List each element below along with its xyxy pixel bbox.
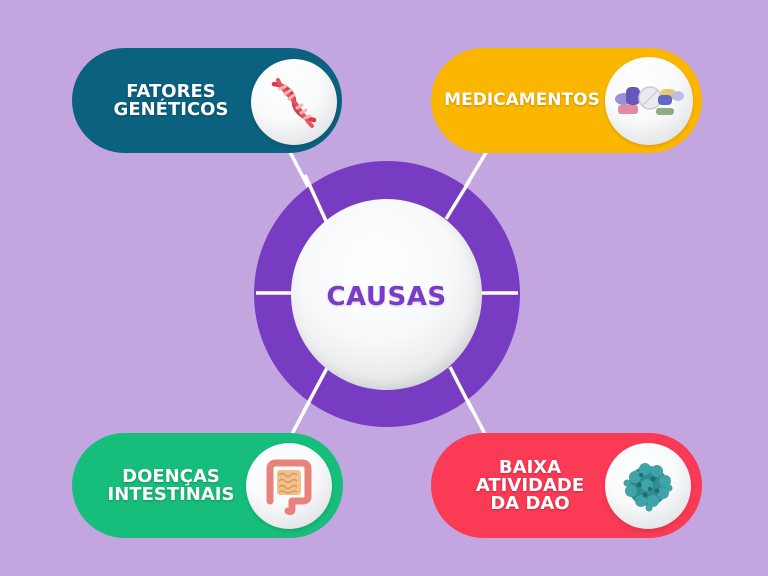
dna-icon: [271, 78, 317, 128]
protein-molecule-icon: [623, 463, 673, 512]
cause-label-line: MEDICAMENTOS: [444, 90, 600, 110]
cause-label-line: INTESTINAIS: [107, 483, 235, 505]
cause-label-line: ATIVIDADE: [475, 474, 585, 496]
cause-label-line: DA DAO: [490, 492, 570, 514]
cause-ball-medications: [605, 57, 693, 145]
cause-ball-intestinal-diseases: [246, 443, 332, 529]
cause-label-line: FATORES: [126, 80, 216, 102]
center-label: CAUSAS: [326, 281, 447, 312]
cause-ball-low-dao-activity: [605, 443, 691, 529]
intestine-icon: [266, 459, 312, 515]
cause-label-medications: MEDICAMENTOS: [434, 48, 610, 153]
cause-label-line: DOENÇAS: [122, 465, 220, 487]
pills-icon: [615, 86, 684, 115]
center-hub: CAUSAS: [291, 199, 482, 390]
cause-label-line: GENÉTICOS: [113, 98, 229, 120]
cause-label-intestinal-diseases: DOENÇAS INTESTINAIS: [98, 433, 244, 538]
cause-label-genetic-factors: FATORES GENÉTICOS: [98, 48, 244, 153]
cause-label-low-dao-activity: BAIXA ATIVIDADE DA DAO: [457, 433, 603, 538]
cause-label-line: BAIXA: [498, 456, 562, 478]
cause-ball-genetic-factors: [251, 59, 337, 145]
